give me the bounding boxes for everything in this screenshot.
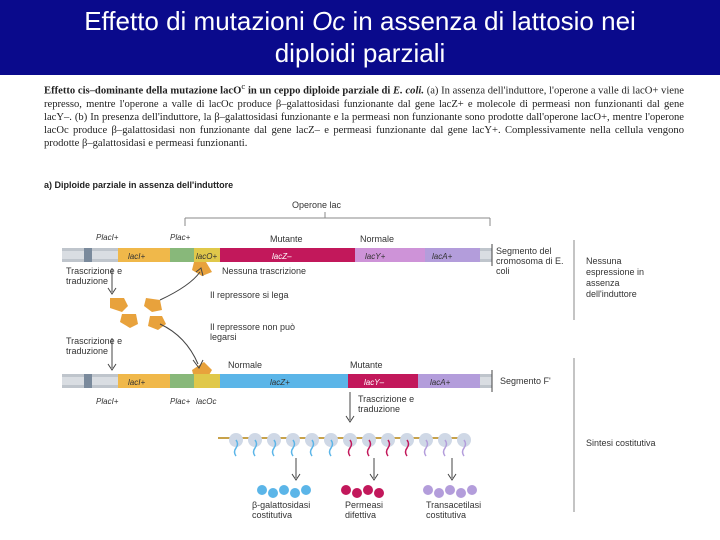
protein-molecule bbox=[456, 488, 466, 498]
side-note-bottom: Sintesi costitutiva bbox=[586, 438, 656, 448]
product-galactosidase: β-galattosidasi costitutiva bbox=[252, 500, 310, 520]
top-laci-gene bbox=[118, 248, 170, 262]
operon-label: Operone lac bbox=[292, 200, 342, 210]
top-laco-label: lacO+ bbox=[196, 252, 217, 261]
ribosome-row bbox=[229, 433, 471, 457]
side-note-top: Nessuna espressione in assenza dell'indu… bbox=[586, 256, 644, 299]
top-segment-label: Segmento del cromosoma di E. coli bbox=[496, 246, 564, 276]
protein-molecule bbox=[467, 485, 477, 495]
polypeptide-chain bbox=[347, 439, 353, 457]
figure-caption: Effetto cis–dominante della mutazione la… bbox=[44, 81, 684, 150]
protein-molecule bbox=[341, 485, 351, 495]
protein-molecule bbox=[257, 485, 267, 495]
bottom-lacy-gene bbox=[348, 374, 418, 388]
polypeptide-chain bbox=[442, 439, 448, 457]
polypeptide-chain bbox=[385, 439, 391, 457]
bottom-lacz-gene bbox=[220, 374, 348, 388]
top-laca-gene bbox=[425, 248, 480, 262]
top-laci-label: lacI+ bbox=[128, 252, 145, 261]
protein-molecule bbox=[374, 488, 384, 498]
polypeptide-chain bbox=[252, 439, 258, 457]
protein-molecule bbox=[290, 488, 300, 498]
polypeptide-chain bbox=[328, 439, 334, 457]
top-laca-label: lacA+ bbox=[432, 252, 453, 261]
label-repressore-non: Il repressore non può legarsi bbox=[210, 322, 295, 342]
polypeptide-chain bbox=[366, 439, 372, 457]
top-mutante: Mutante bbox=[270, 234, 303, 244]
polypeptide-chain bbox=[233, 439, 239, 457]
top-lacz-label: lacZ– bbox=[272, 252, 292, 261]
protein-molecule bbox=[423, 485, 433, 495]
label-repressore-lega: Il repressore si lega bbox=[210, 290, 289, 300]
title-line-2: diploidi parziali bbox=[274, 38, 446, 68]
polypeptide-chain bbox=[271, 439, 277, 457]
protein-molecule bbox=[301, 485, 311, 495]
panel-label: a) Diploide parziale in assenza dell'ind… bbox=[44, 180, 233, 190]
top-lacz-gene bbox=[220, 248, 355, 262]
top-laco-gene bbox=[194, 248, 220, 262]
top-p-laci: PlacI+ bbox=[96, 233, 119, 242]
top-p-lac: Plac+ bbox=[170, 233, 191, 242]
polypeptide-chain bbox=[290, 439, 296, 457]
bottom-normale: Normale bbox=[228, 360, 262, 370]
bottom-lacz-label: lacZ+ bbox=[270, 378, 290, 387]
bottom-segment-label: Segmento F' bbox=[500, 376, 551, 386]
bottom-lacy-label: lacY– bbox=[364, 378, 385, 387]
protein-molecule bbox=[279, 485, 289, 495]
top-dna-strand bbox=[62, 244, 493, 266]
top-lacy-gene bbox=[355, 248, 425, 262]
title-line-1: Effetto di mutazioni Oc in assenza di la… bbox=[84, 6, 636, 36]
protein-molecule bbox=[434, 488, 444, 498]
protein-molecule bbox=[445, 485, 455, 495]
protein-molecule bbox=[352, 488, 362, 498]
bottom-dna-strand bbox=[62, 370, 493, 392]
bottom-laca-label: lacA+ bbox=[430, 378, 451, 387]
protein-molecule bbox=[363, 485, 373, 495]
bottom-laca-gene bbox=[418, 374, 480, 388]
label-trascrizione-2: Trascrizione e traduzione bbox=[66, 336, 122, 356]
bottom-p-laci: PlacI+ bbox=[96, 397, 119, 406]
polypeptide-chain bbox=[309, 439, 315, 457]
no-transcription: Nessuna trascrizione bbox=[222, 266, 306, 276]
bottom-laci-gene bbox=[118, 374, 170, 388]
top-normale: Normale bbox=[360, 234, 394, 244]
bottom-mutante: Mutante bbox=[350, 360, 383, 370]
product-transacetylase: Transacetilasi costitutiva bbox=[426, 500, 481, 520]
protein-products bbox=[257, 485, 477, 498]
top-lacy-label: lacY+ bbox=[365, 252, 386, 261]
slide-title: Effetto di mutazioni Oc in assenza di la… bbox=[0, 0, 720, 75]
label-trascrizione-3: Trascrizione e traduzione bbox=[358, 394, 414, 414]
polypeptide-chain bbox=[404, 439, 410, 457]
bottom-laci-label: lacI+ bbox=[128, 378, 145, 387]
bottom-p-lac: Plac+ bbox=[170, 397, 191, 406]
label-trascrizione-1: Trascrizione e traduzione bbox=[66, 266, 122, 286]
polypeptide-chain bbox=[461, 439, 467, 457]
product-permease: Permeasi difettiva bbox=[345, 500, 383, 520]
polypeptide-chain bbox=[423, 439, 429, 457]
bottom-laco-gene bbox=[194, 374, 220, 388]
protein-molecule bbox=[268, 488, 278, 498]
bottom-laco-label: lacOc bbox=[196, 397, 216, 406]
